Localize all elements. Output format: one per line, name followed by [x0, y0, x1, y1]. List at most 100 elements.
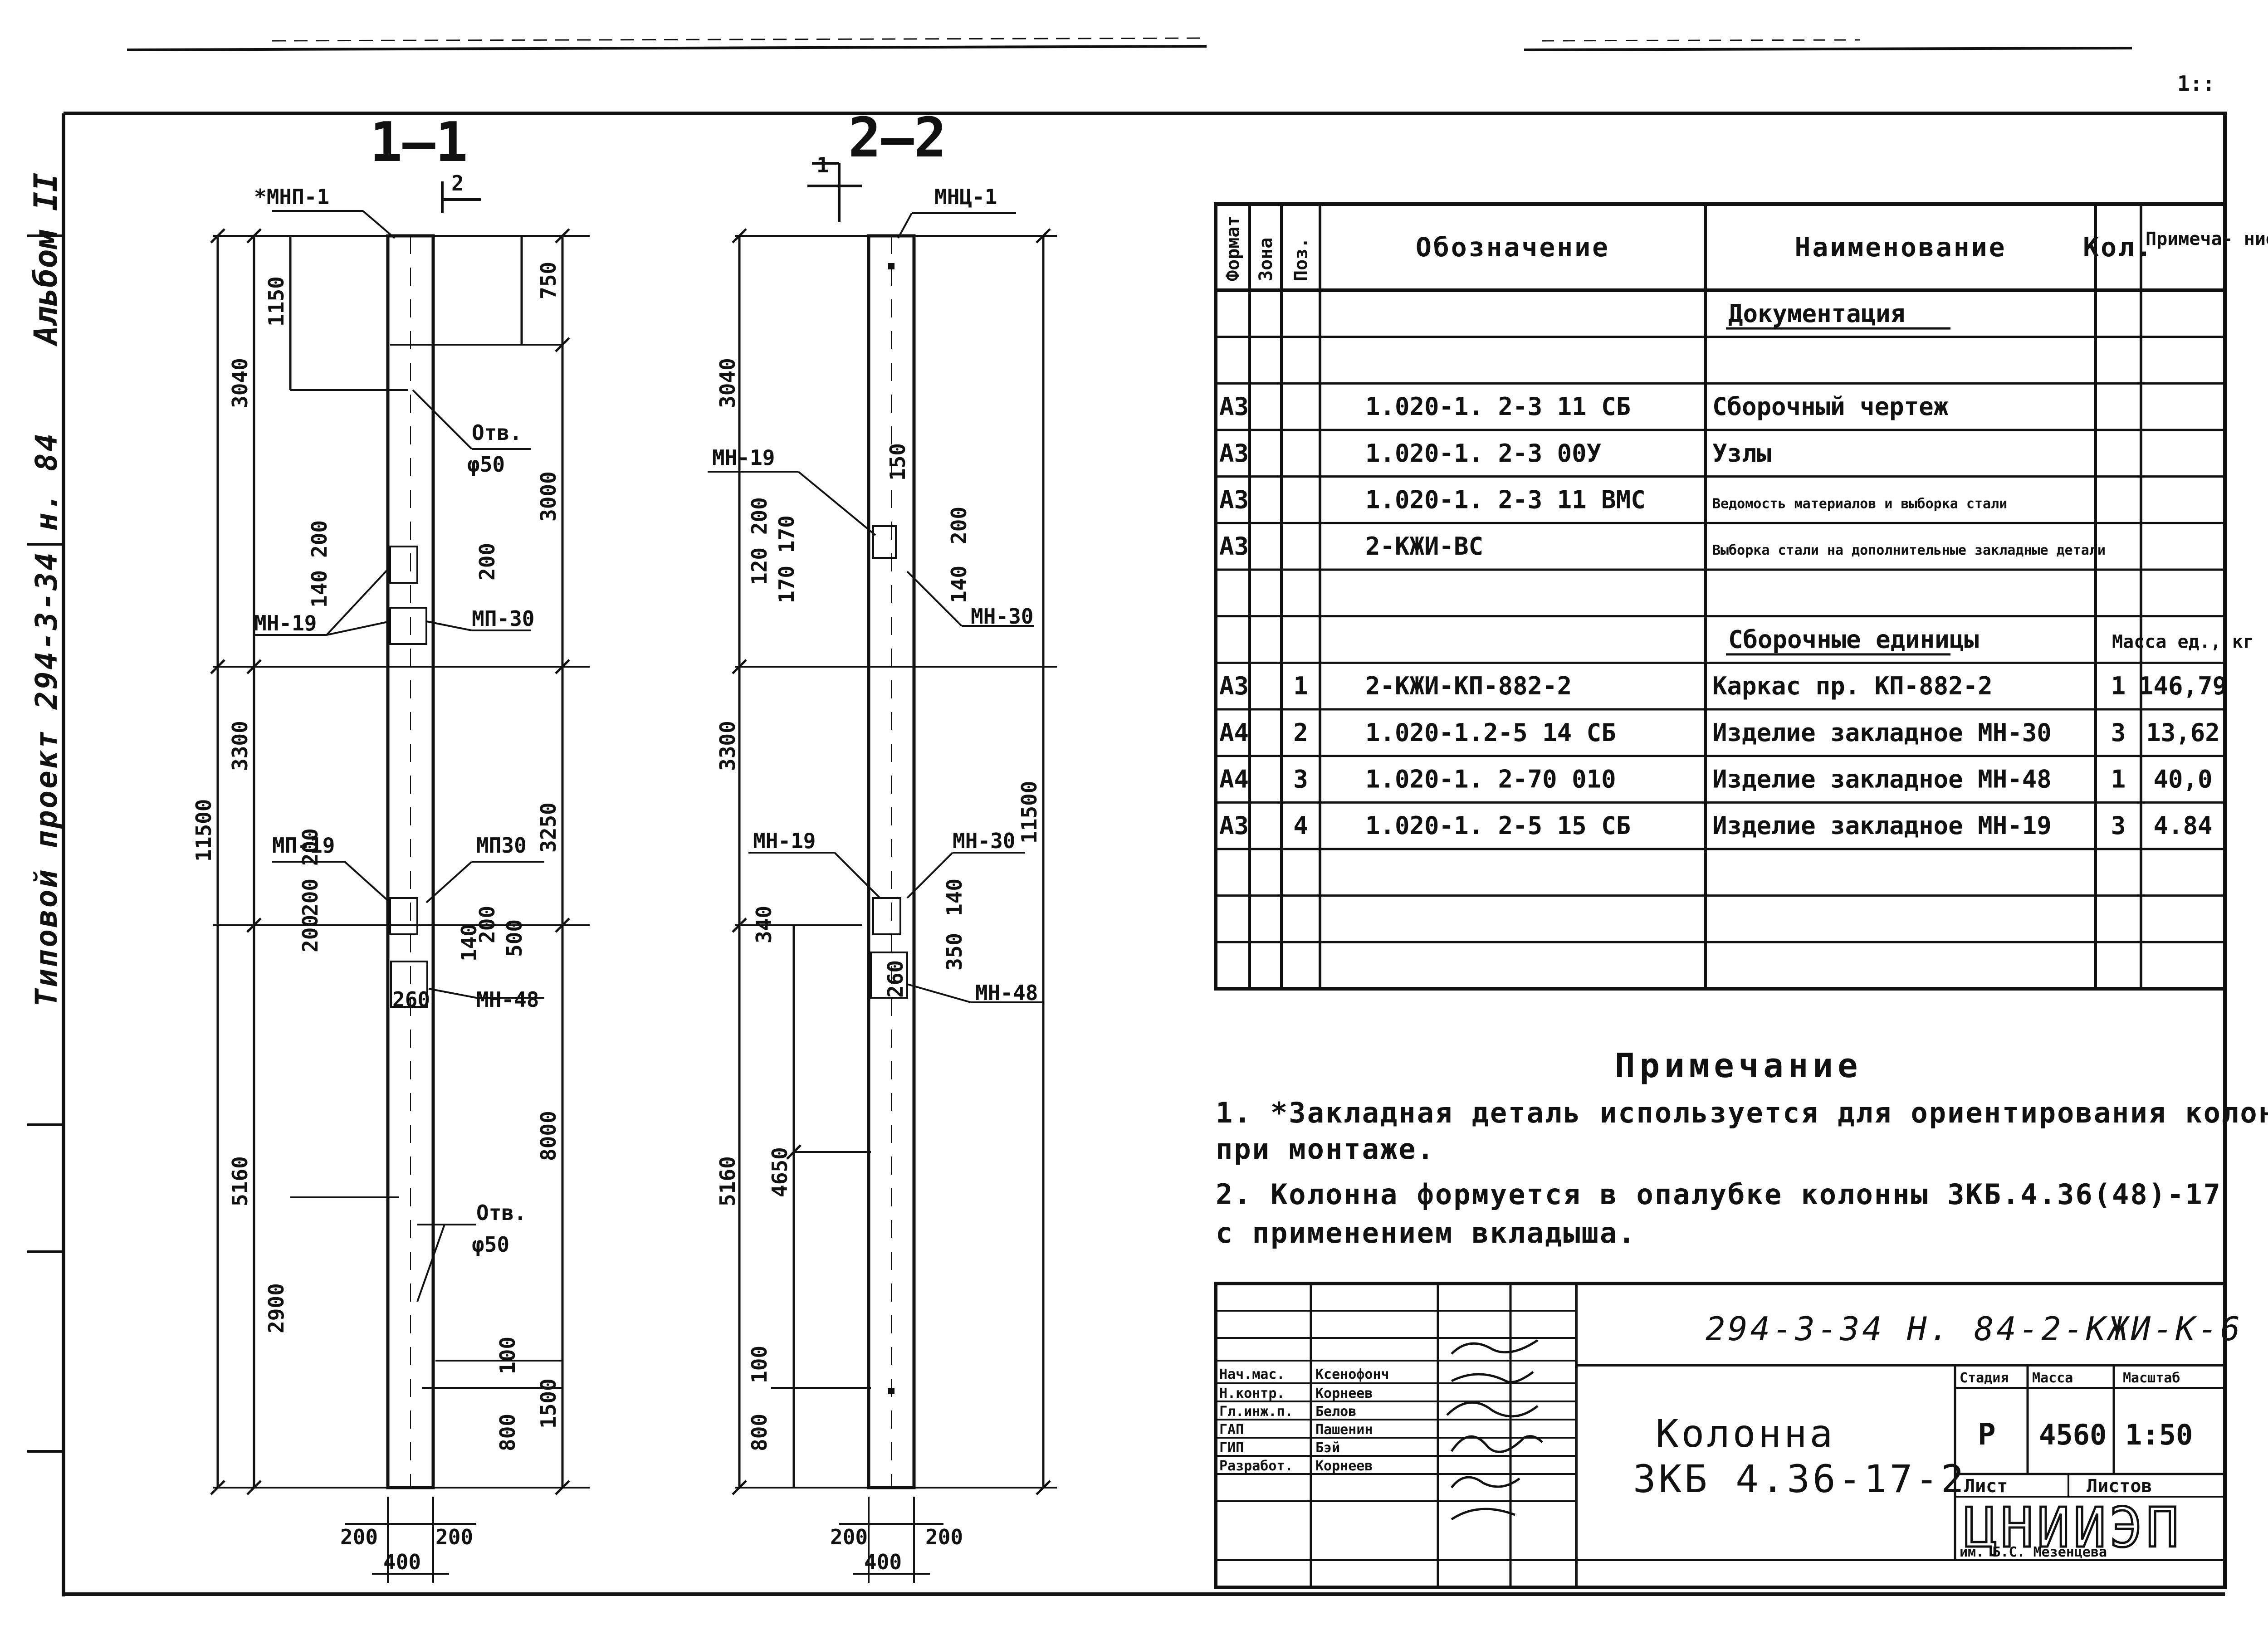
s2-dim-5160: 5160: [715, 1156, 740, 1206]
cell-pos: 3: [1293, 765, 1308, 793]
cell-note: 13,62: [2146, 718, 2220, 747]
note-line-4: с применением вкладыша.: [1216, 1216, 1637, 1249]
s2-dim-350: 350: [942, 933, 967, 971]
s1-dim-140b: 140: [457, 924, 481, 961]
s2-label-mn19-upper: МН-19: [712, 445, 775, 470]
s1-dim-200a: 200: [307, 520, 332, 558]
s2-dim-200-right: 200: [925, 1525, 963, 1549]
section-1-cut-mark: 2: [451, 171, 464, 195]
cell-name: Изделие закладное МН-30: [1712, 718, 2052, 747]
s2-dim-140b: 140: [942, 879, 967, 916]
s2-dim-200: 200: [947, 507, 971, 544]
s1-dim-3040: 3040: [228, 358, 252, 408]
hdr-zone: Зона: [1256, 238, 1276, 281]
s2-dim-4650: 4650: [767, 1147, 792, 1197]
cell-name: Изделие закладное МН-19: [1712, 811, 2052, 840]
embedded-mn48-2: [870, 952, 908, 999]
s2-dim-800: 800: [747, 1414, 772, 1451]
cell-name: Выборка стали на дополнительные закладны…: [1712, 542, 2106, 558]
page-mark: 1::: [2177, 71, 2215, 96]
embedded-mnc1: [888, 263, 894, 269]
cell-designation: 1.020-1. 2-3 11 ВМС: [1365, 485, 1646, 514]
s1-dim-260: 260: [392, 987, 430, 1012]
section-2-2: 2—2 1: [708, 107, 1057, 1583]
cell-name: Ведомость материалов и выборка стали: [1712, 496, 2007, 512]
note-line-3: 2. Колонна формуется в опалубке колонны …: [1216, 1178, 2222, 1211]
scale-value: 1:50: [2125, 1418, 2193, 1451]
signature-scribbles: [1446, 1339, 1543, 1521]
cell-designation: 2-КЖИ-КП-882-2: [1365, 672, 1572, 700]
s1-dim-200c: 200: [475, 906, 499, 943]
s2-dim-260: 260: [883, 960, 908, 998]
s2-dim-150: 150: [885, 443, 910, 481]
cell-note: 40,0: [2153, 765, 2212, 793]
cell-name: Изделие закладное МН-48: [1712, 765, 2052, 793]
s2-dim-3040: 3040: [715, 358, 740, 408]
cell-note: Масса ед., кг: [2112, 631, 2254, 652]
s2-dim-200-left: 200: [830, 1525, 868, 1549]
s2-dim-3300: 3300: [715, 721, 740, 771]
signature-row: Гл.инж.п.Белов: [1219, 1404, 1356, 1420]
embedded-mn30-upper-1: [389, 607, 427, 645]
s1-label-hole-1-dia: φ50: [467, 452, 505, 477]
cell-designation: 1.020-1.2-5 14 СБ: [1365, 718, 1616, 747]
s1-label-mp30-mid: МП30: [476, 833, 527, 858]
embedded-mn19-upper-1: [389, 546, 418, 584]
s1-dim-500: 500: [502, 919, 527, 957]
album-label: Альбом II: [27, 173, 64, 347]
s1-dim-200b: 200: [298, 915, 323, 952]
signature-role: Разработ.: [1219, 1458, 1293, 1474]
cell-designation: 1.020-1. 2-70 010: [1365, 765, 1616, 793]
signature-role: ГИП: [1219, 1440, 1244, 1456]
embedded-lower: [888, 1388, 894, 1394]
embedded-mn19-upper-2: [872, 525, 897, 559]
hdr-designation: Обозначение: [1416, 232, 1610, 263]
project-label: Типовой проект 294-3-34 н. 84: [29, 432, 64, 1007]
section-1-title: 1—1: [370, 111, 468, 174]
embedded-mn19-mid-2: [872, 897, 901, 935]
sheets-label: Листов: [2087, 1476, 2152, 1497]
table-row: Документация: [1728, 299, 1905, 328]
cell-designation: 1.020-1. 2-5 15 СБ: [1365, 811, 1631, 840]
item-name: Колонна: [1656, 1411, 1835, 1456]
cell-designation: 1.020-1. 2-3 00У: [1365, 439, 1601, 468]
cell-format: А4: [1219, 718, 1249, 747]
s1-dim-140a: 140: [307, 570, 332, 608]
mass-label: Масса: [2032, 1370, 2073, 1386]
s2-label-mn30-upper: МН-30: [971, 604, 1033, 629]
embedded-mn19-mid-1: [389, 897, 418, 935]
cell-qty: 3: [2111, 718, 2126, 747]
mass-value: 4560: [2039, 1418, 2107, 1451]
notes-block: Примечание 1. *Закладная деталь использу…: [1216, 1046, 2268, 1249]
signature-name: Корнеев: [1315, 1386, 1373, 1401]
title-block: 294-3-34 Н. 84-2-КЖИ-К-6 Колонна 3КБ 4.3…: [1214, 1282, 2243, 1589]
hdr-note: Примеча- ние: [2146, 229, 2268, 249]
signature-row: Н.контр.Корнеев: [1219, 1386, 1373, 1401]
s1-dim-1500: 1500: [536, 1378, 561, 1429]
section-1-1: 1—1 2: [191, 111, 590, 1583]
s1-dim-100: 100: [495, 1337, 520, 1374]
signature-name: Ксенофонч: [1315, 1367, 1389, 1382]
table-row: Сборочные единицы Масса ед., кг: [1728, 625, 2254, 654]
s2-label-mn48: МН-48: [975, 981, 1038, 1005]
doc-code: 294-3-34 Н. 84-2-КЖИ-К-6: [1706, 1310, 2243, 1348]
scan-top-lines: [127, 37, 2132, 51]
s1-label-mp30-upper: МП-30: [472, 606, 534, 631]
s2-dim-120-200: 120 200: [747, 497, 772, 585]
cell-format: А3: [1219, 811, 1249, 840]
s2-dim-340: 340: [752, 906, 776, 943]
cell-format: А3: [1219, 532, 1249, 561]
cell-note: 146,79: [2139, 672, 2227, 700]
cell-name: Сборочные единицы: [1728, 625, 1979, 654]
s1-label-hole-2: Отв.: [476, 1201, 527, 1225]
cell-designation: 1.020-1. 2-3 11 СБ: [1365, 392, 1631, 421]
cell-format: А3: [1219, 392, 1249, 421]
signature-role: Гл.инж.п.: [1219, 1404, 1293, 1420]
hdr-pos: Поз.: [1291, 238, 1312, 281]
